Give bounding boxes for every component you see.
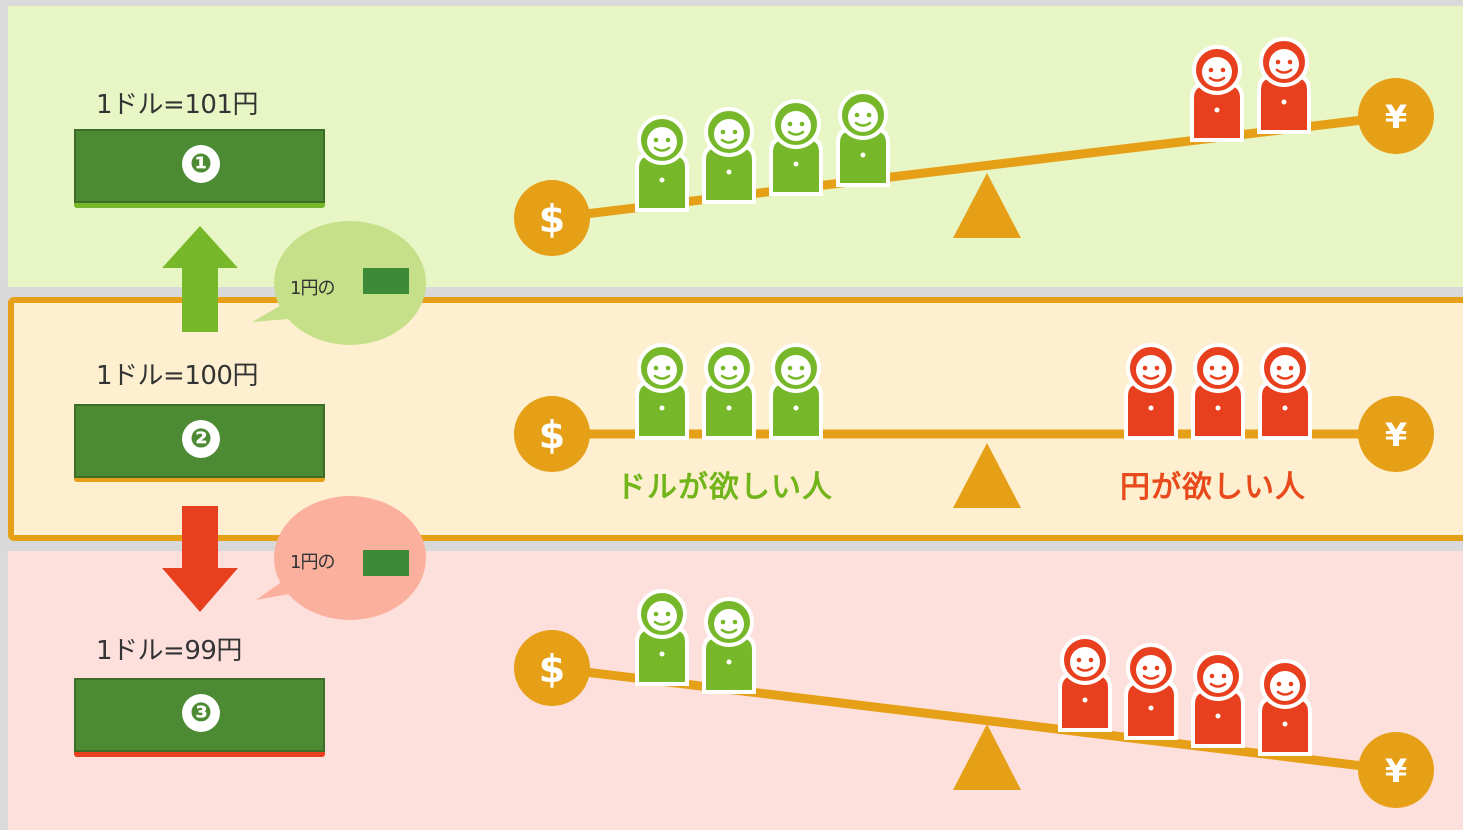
rate-label-3: 1ドル=99円 <box>96 636 242 666</box>
bill-2: ❷ <box>74 404 325 478</box>
seesaw-3 <box>514 589 1434 808</box>
caption-yen-seekers: 円が欲しい人 <box>1120 470 1306 505</box>
rate-label-1: 1ドル=101円 <box>96 90 258 120</box>
dollar-symbol: $ <box>539 197 565 241</box>
seesaw-2 <box>514 343 1434 508</box>
bubble-text-1: 1円の <box>290 278 335 299</box>
coin-symbols: $ ¥ $ ¥ $ ¥ <box>539 98 1407 790</box>
dollar-symbol: $ <box>539 647 565 691</box>
marker-1: ❶ <box>182 145 220 183</box>
redaction-box-3 <box>363 550 409 576</box>
down-arrow-icon <box>162 506 238 612</box>
yen-coin-icon <box>1358 78 1434 154</box>
yen-symbol: ¥ <box>1385 98 1407 136</box>
rate-label-2: 1ドル=100円 <box>96 361 258 391</box>
yen-symbol: ¥ <box>1385 416 1407 454</box>
up-arrow-icon <box>162 226 238 332</box>
bill-shadow-1 <box>74 202 325 208</box>
dollar-coin-icon <box>514 396 590 472</box>
yen-coin-icon <box>1358 732 1434 808</box>
bubble-text-3: 1円の <box>290 552 335 573</box>
bill-1: ❶ <box>74 129 325 203</box>
dollar-symbol: $ <box>539 413 565 457</box>
dollar-coin-icon <box>514 180 590 256</box>
seesaw-1 <box>514 37 1434 256</box>
speech-bubble-icon <box>252 221 426 620</box>
marker-3: ❸ <box>182 694 220 732</box>
yen-coin-icon <box>1358 396 1434 472</box>
dollar-coin-icon <box>514 630 590 706</box>
yen-symbol: ¥ <box>1385 752 1407 790</box>
redaction-box-1 <box>363 268 409 294</box>
bill-shadow-2 <box>74 477 325 482</box>
caption-dollar-seekers: ドルが欲しい人 <box>616 470 833 505</box>
marker-2: ❷ <box>182 420 220 458</box>
bill-shadow-3 <box>74 751 325 757</box>
bill-3: ❸ <box>74 678 325 752</box>
